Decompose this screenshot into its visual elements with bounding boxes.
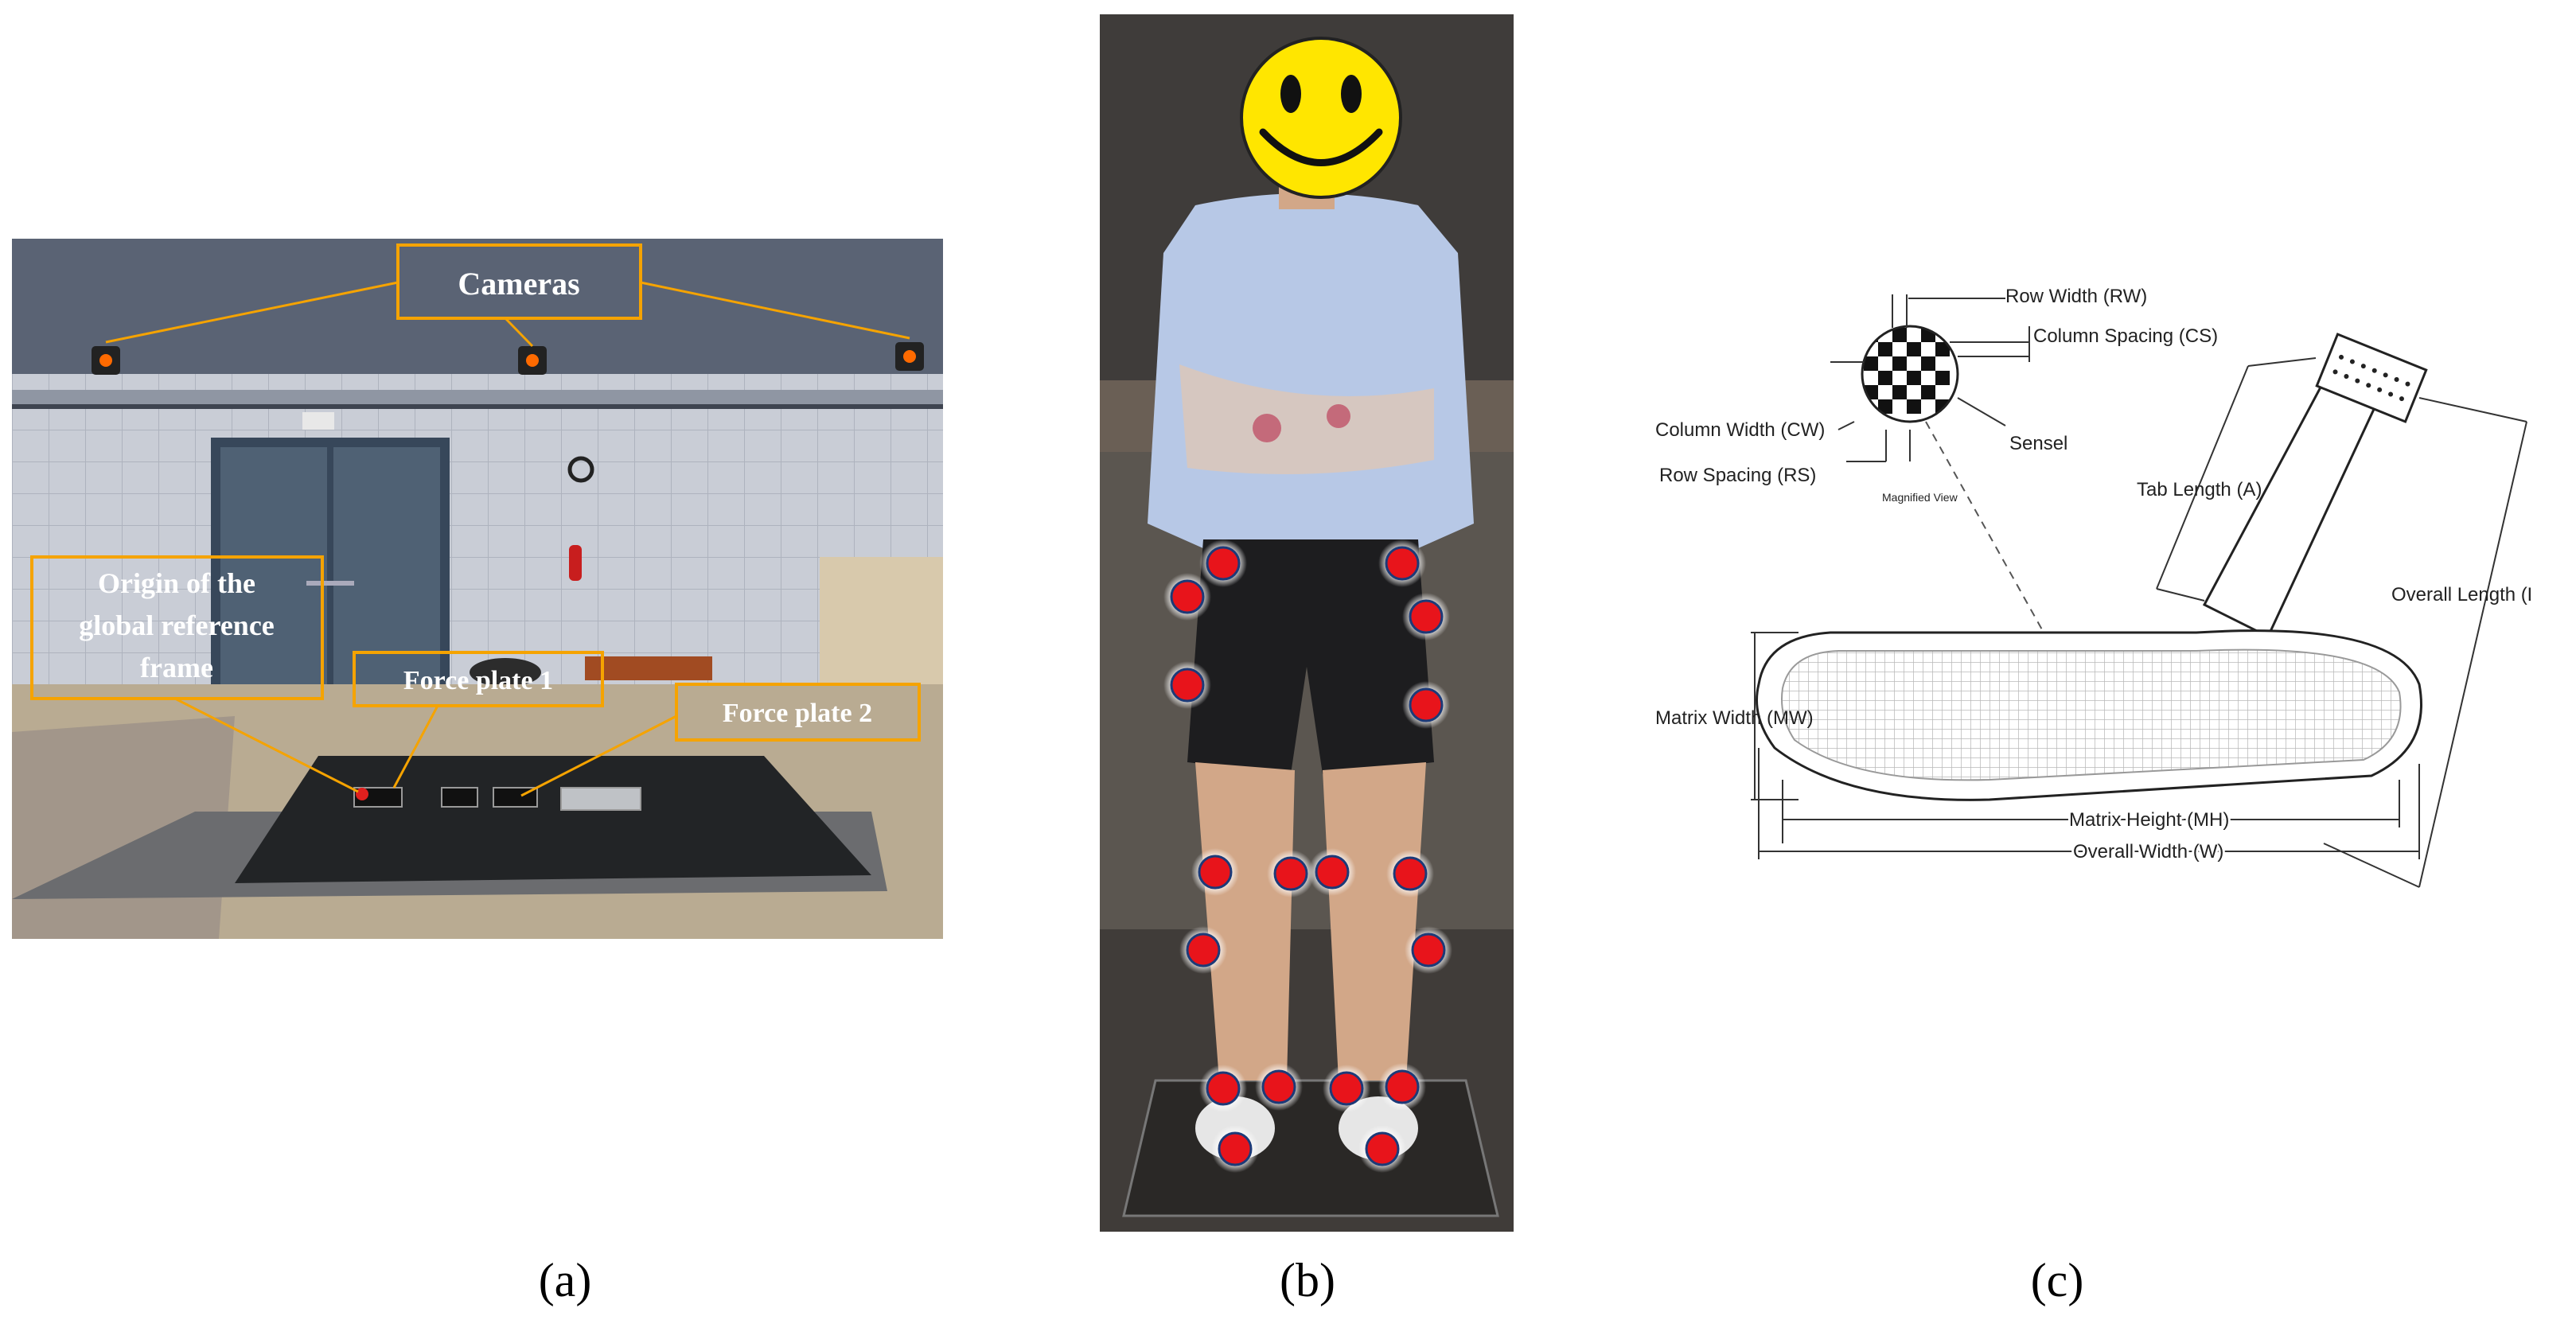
camera-icon	[518, 346, 547, 375]
marker	[1378, 1063, 1426, 1111]
tiled-wall	[12, 374, 943, 684]
row-spacing-label: Row Spacing (RS)	[1659, 465, 1816, 486]
caption-c: (c)	[2030, 1254, 2084, 1306]
caption-a: (a)	[538, 1254, 592, 1306]
camera-rail	[12, 390, 943, 404]
camera-icon	[895, 342, 924, 371]
marker	[1199, 539, 1247, 587]
row-width-label: Row Width (RW)	[2005, 286, 2147, 307]
matrix-width-label: Matrix Width (MW)	[1655, 707, 1814, 729]
panel-a-photo: Cameras Origin of the global reference f…	[12, 239, 943, 939]
magnified-view-label: Magnified View	[1882, 491, 1958, 504]
cameras-label: Cameras	[458, 266, 579, 302]
sensel-label: Sensel	[2009, 433, 2067, 454]
sensor-tab	[2202, 333, 2428, 639]
overall-width-label: Overall Width (W)	[2073, 841, 2223, 862]
origin-label-line-3: frame	[140, 652, 213, 683]
overall-length-label: Overall Length (L)	[2391, 584, 2531, 605]
marker	[1267, 850, 1315, 898]
marker	[1402, 593, 1450, 641]
pressure-sensor-diagram: Row Width (RW) Column Spacing (CS) Colum…	[1655, 286, 2531, 888]
marker	[1163, 661, 1211, 709]
origin-marker	[356, 788, 368, 800]
marker	[1402, 681, 1450, 729]
marker-subject	[1100, 14, 1514, 1232]
origin-callout: Origin of the global reference frame	[30, 555, 324, 700]
marker	[1308, 848, 1356, 896]
marker	[1386, 850, 1434, 898]
magnified-view-circle	[1861, 325, 1959, 423]
lab-scene: Cameras Origin of the global reference f…	[12, 239, 943, 939]
force-plate-platform	[235, 756, 871, 883]
callout-lines	[105, 281, 910, 797]
magnified-dimension-lines	[1830, 294, 2030, 462]
column-spacing-label: Column Spacing (CS)	[2033, 325, 2218, 347]
panel-c-diagram: Row Width (RW) Column Spacing (CS) Colum…	[1655, 271, 2531, 923]
marker	[1211, 1125, 1259, 1173]
double-door	[211, 438, 450, 684]
matrix-height-label: Matrix Height (MH)	[2069, 809, 2229, 831]
outer-dimension-lines	[1751, 357, 2527, 888]
exit-sign	[302, 412, 334, 430]
panel-b-photo	[1100, 14, 1514, 1232]
partition	[820, 557, 943, 684]
fire-extinguisher	[569, 545, 582, 581]
tab-length-label: Tab Length (A)	[2137, 479, 2262, 500]
equipment	[585, 656, 712, 680]
marker	[1199, 1065, 1247, 1112]
origin-label-line-2: global reference	[79, 609, 275, 641]
marker	[1323, 1065, 1370, 1112]
marker	[1358, 1125, 1406, 1173]
camera-icon	[92, 346, 120, 375]
force-plate-2-callout: Force plate 2	[675, 683, 921, 742]
marker	[1191, 848, 1239, 896]
marker	[1405, 926, 1452, 974]
force-plate-1-label: Force plate 1	[403, 666, 553, 695]
force-plate-2-label: Force plate 2	[723, 699, 872, 728]
cameras-callout: Cameras	[396, 243, 642, 320]
force-plate-1-callout: Force plate 1	[353, 651, 604, 707]
sensel-matrix	[1781, 648, 2402, 781]
origin-label-line-1: Origin of the	[98, 567, 255, 599]
column-width-label: Column Width (CW)	[1655, 419, 1825, 441]
caption-b: (b)	[1280, 1254, 1335, 1306]
left-leg	[1195, 762, 1295, 1081]
right-leg	[1323, 762, 1426, 1081]
force-plate	[1122, 1079, 1499, 1217]
marker	[1378, 539, 1426, 587]
crossed-arms	[1179, 364, 1434, 474]
smiley-face-icon	[1240, 37, 1402, 199]
reflective-markers	[1163, 539, 1452, 1173]
upper-wall	[12, 239, 943, 374]
marker	[1163, 573, 1211, 621]
marker	[1179, 926, 1227, 974]
shorts	[1187, 539, 1434, 774]
marker	[1255, 1063, 1303, 1111]
